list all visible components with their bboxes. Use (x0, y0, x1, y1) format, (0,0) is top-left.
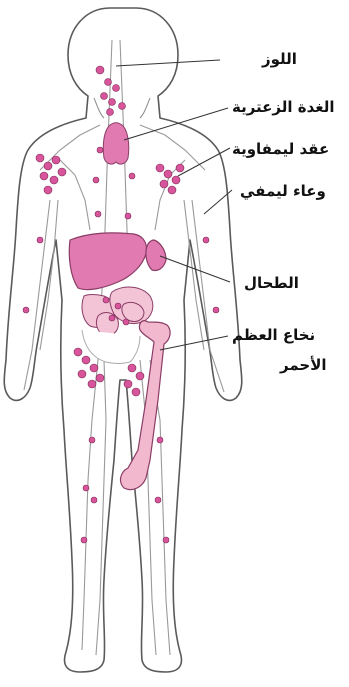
label-thymus: الغدة الزعترية (232, 98, 335, 116)
label-bone-marrow-line2: الأحمر (280, 356, 327, 374)
thymus-organ (103, 123, 129, 164)
label-lymph-nodes: عقد ليمفاوية (232, 140, 329, 158)
label-spleen: الطحال (244, 274, 299, 292)
label-bone-marrow-line1: نخاع العظم (232, 326, 315, 344)
label-tonsils: اللوز (262, 50, 297, 68)
label-lymph-vessel: وعاء ليمفي (240, 182, 326, 200)
